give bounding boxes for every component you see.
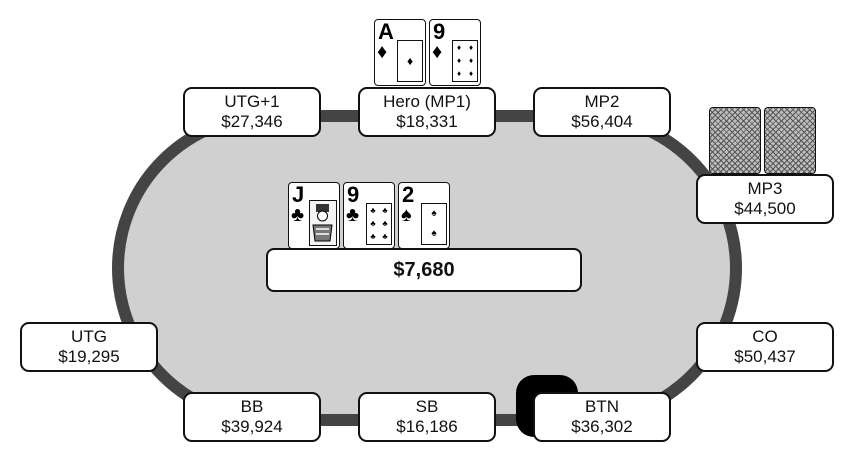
diamond-suit-icon: ♦ [468,69,474,79]
pot-amount: $7,680 [266,248,582,292]
jack-face-art [309,200,337,246]
seat-stack: $19,295 [58,347,120,366]
seat-stack: $39,924 [221,417,283,436]
seat-stack: $18,331 [396,112,458,131]
diamond-suit-icon: ♦ [377,41,388,63]
diamond-suit-icon: ♦ [432,41,443,63]
card-pips: ♦ ♦ ♦ ♦ ♦ ♦ [452,40,478,82]
club-suit-icon: ♣ [370,205,376,215]
diamond-suit-icon: ♦ [456,42,462,52]
club-suit-icon: ♣ [382,218,388,228]
card-rank: 9 [433,19,446,44]
seat-stack: $56,404 [571,112,633,131]
board-card-1: J ♣ [288,182,340,249]
diamond-suit-icon: ♦ [468,42,474,52]
board-card-3: 2 ♠ ♠ ♠ [398,182,450,249]
diamond-suit-icon: ♦ [456,69,462,79]
seat-utg1[interactable]: UTG+1 $27,346 [183,87,321,137]
hero-card-2: 9 ♦ ♦ ♦ ♦ ♦ ♦ ♦ [429,19,481,86]
card-pips: ♣ ♣ ♣ ♣ ♣ ♣ [366,203,392,245]
card-rank: J [292,182,305,207]
card-rank: A [378,19,394,44]
diamond-suit-icon: ♦ [456,55,462,65]
spade-suit-icon: ♠ [431,228,437,239]
seat-bb[interactable]: BB $39,924 [183,392,321,442]
club-suit-icon: ♣ [346,204,360,226]
seat-btn[interactable]: BTN $36,302 [533,392,671,442]
club-suit-icon: ♣ [382,232,388,242]
seat-utg[interactable]: UTG $19,295 [20,322,158,372]
club-suit-icon: ♣ [370,232,376,242]
seat-name: MP2 [584,92,620,111]
mp3-card-back-1 [709,107,761,174]
seat-name: UTG+1 [224,92,280,111]
diamond-suit-icon: ♦ [406,54,414,68]
seat-stack: $50,437 [734,347,796,366]
club-suit-icon: ♣ [370,218,376,228]
mp3-card-back-2 [764,107,816,174]
card-center-pip: ♦ [397,40,423,82]
hero-card-1: A ♦ ♦ [374,19,426,86]
spade-suit-icon: ♠ [401,204,412,226]
jack-portrait-icon [312,204,333,242]
seat-name: Hero (MP1) [383,92,471,111]
diamond-suit-icon: ♦ [468,55,474,65]
card-rank: 9 [347,182,360,207]
card-pips: ♠ ♠ [421,203,447,245]
seat-stack: $16,186 [396,417,458,436]
seat-name: BTN [585,397,619,416]
seat-name: CO [752,327,778,346]
seat-sb[interactable]: SB $16,186 [358,392,496,442]
seat-hero[interactable]: Hero (MP1) $18,331 [358,87,496,137]
club-suit-icon: ♣ [382,205,388,215]
seat-name: UTG [71,327,107,346]
seat-co[interactable]: CO $50,437 [696,322,834,372]
board-card-2: 9 ♣ ♣ ♣ ♣ ♣ ♣ ♣ [343,182,395,249]
club-suit-icon: ♣ [291,204,305,226]
seat-stack: $44,500 [734,199,796,218]
seat-mp2[interactable]: MP2 $56,404 [533,87,671,137]
seat-stack: $27,346 [221,112,283,131]
card-rank: 2 [402,182,415,207]
spade-suit-icon: ♠ [431,208,437,219]
seat-name: SB [415,397,439,416]
seat-stack: $36,302 [571,417,633,436]
seat-name: BB [240,397,264,416]
seat-mp3[interactable]: MP3 $44,500 [696,174,834,224]
seat-name: MP3 [747,179,783,198]
